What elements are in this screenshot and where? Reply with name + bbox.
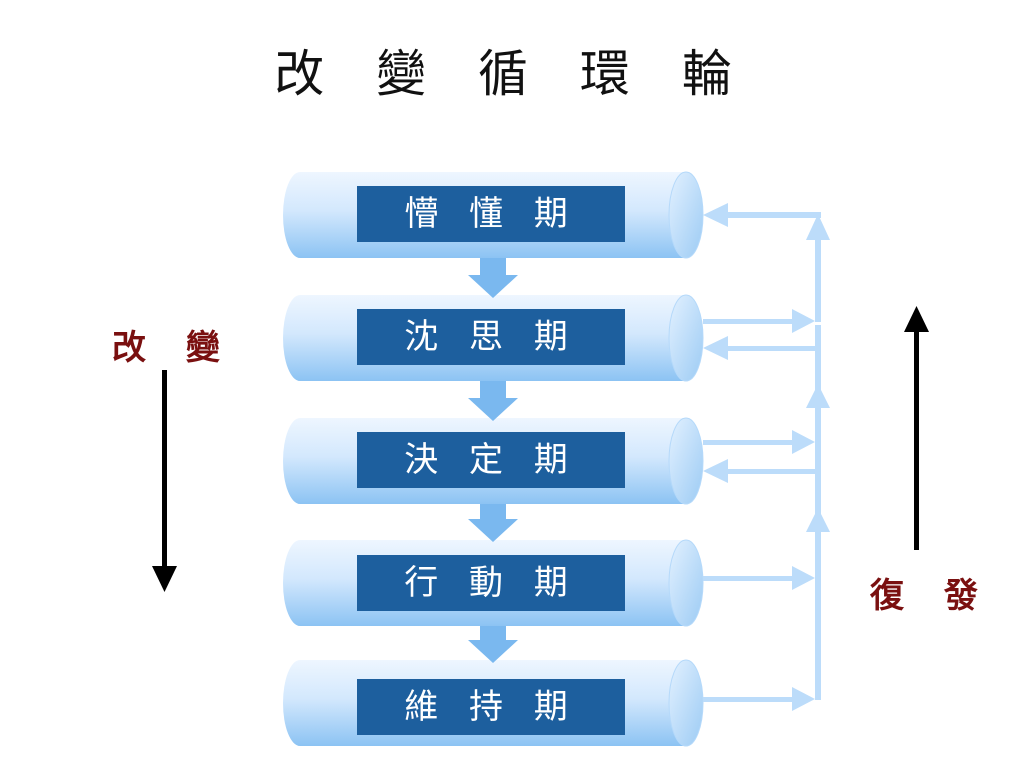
down-arrow-4-5 [468,626,518,663]
relapse-direction-arrow [904,306,929,550]
stage-label-3: 決 定 期 [357,432,625,488]
relapse-feedback-arrows [703,203,830,711]
left-arrowhead-top [703,203,728,227]
stage-label-2: 沈 思 期 [357,309,625,365]
down-arrow-1-2 [468,258,518,298]
up-arrowhead-2 [806,384,830,408]
up-arrowhead-3 [806,508,830,532]
up-arrowhead-1 [806,214,830,240]
change-direction-arrow [152,370,177,592]
down-arrow-2-3 [468,381,518,421]
stage-label-4: 行 動 期 [357,555,625,611]
title: 改 變 循 環 輪 [274,45,750,103]
stage-label-1: 懵 懂 期 [357,186,625,242]
relapse-label: 復 發 [870,576,992,616]
down-arrow-3-4 [468,504,518,542]
stage-label-5: 維 持 期 [357,679,625,735]
change-label: 改 變 [112,328,234,368]
